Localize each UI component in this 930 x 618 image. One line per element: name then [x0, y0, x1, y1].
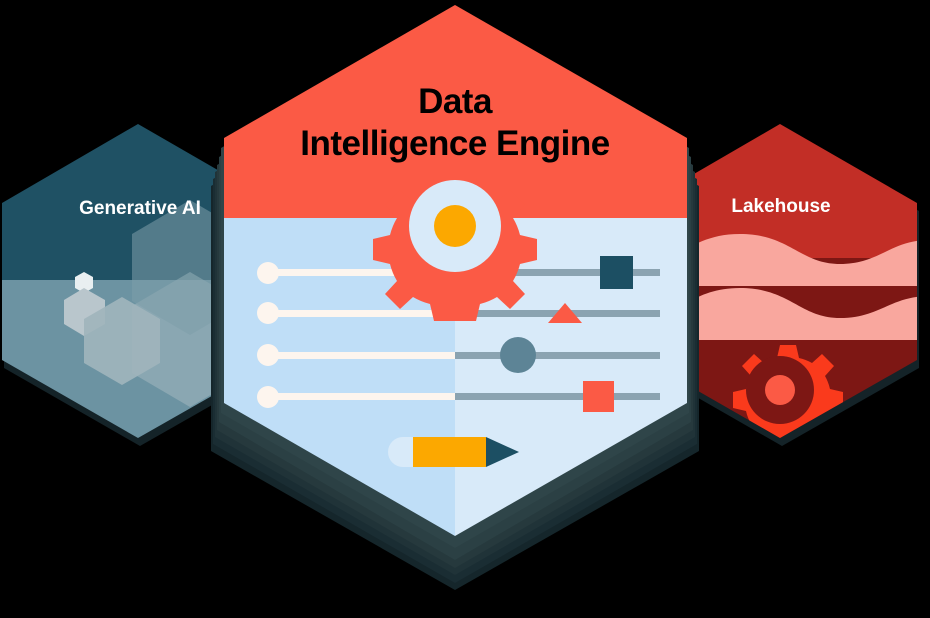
slider-knob-3[interactable]: [257, 344, 279, 366]
pencil-body: [413, 437, 486, 467]
slider-track-left-4: [267, 393, 455, 400]
slider-track-right-4: [455, 393, 660, 400]
pencil-icon: [388, 437, 519, 467]
slider-knob-1[interactable]: [257, 262, 279, 284]
slider-marker-1[interactable]: [600, 256, 633, 289]
slider-row-3[interactable]: [257, 337, 660, 373]
slider-track-left-1: [267, 269, 455, 276]
slider-marker-4[interactable]: [583, 381, 614, 412]
slider-track-right-3: [455, 352, 660, 359]
generative-ai-label: Generative AI: [79, 198, 201, 219]
slider-marker-3[interactable]: [500, 337, 536, 373]
slider-marker-2[interactable]: [548, 303, 582, 323]
slider-track-left-2: [267, 310, 455, 317]
lakehouse-wave-1: [644, 234, 917, 286]
engine-sliders: [257, 256, 660, 412]
generative-ai-small-hex-top: [75, 272, 93, 293]
pencil-tip: [486, 437, 519, 467]
slider-track-left-3: [267, 352, 455, 359]
slider-row-1[interactable]: [257, 256, 660, 289]
slider-knob-4[interactable]: [257, 386, 279, 408]
slider-row-4[interactable]: [257, 381, 660, 412]
engine-gear-icon: [373, 178, 537, 321]
engine-title-line-2: Intelligence Engine: [300, 124, 609, 163]
engine-title-line-1: Data: [418, 82, 493, 121]
slider-row-2[interactable]: [257, 302, 660, 324]
slider-knob-2[interactable]: [257, 302, 279, 324]
lakehouse-label: Lakehouse: [731, 196, 830, 217]
generative-ai-small-hex-big: [84, 297, 160, 385]
slider-track-right-1: [455, 269, 660, 276]
engine-gear-hub-center: [434, 205, 476, 247]
lakehouse-gear-hub: [765, 375, 795, 405]
lakehouse-wave-2: [644, 288, 917, 340]
